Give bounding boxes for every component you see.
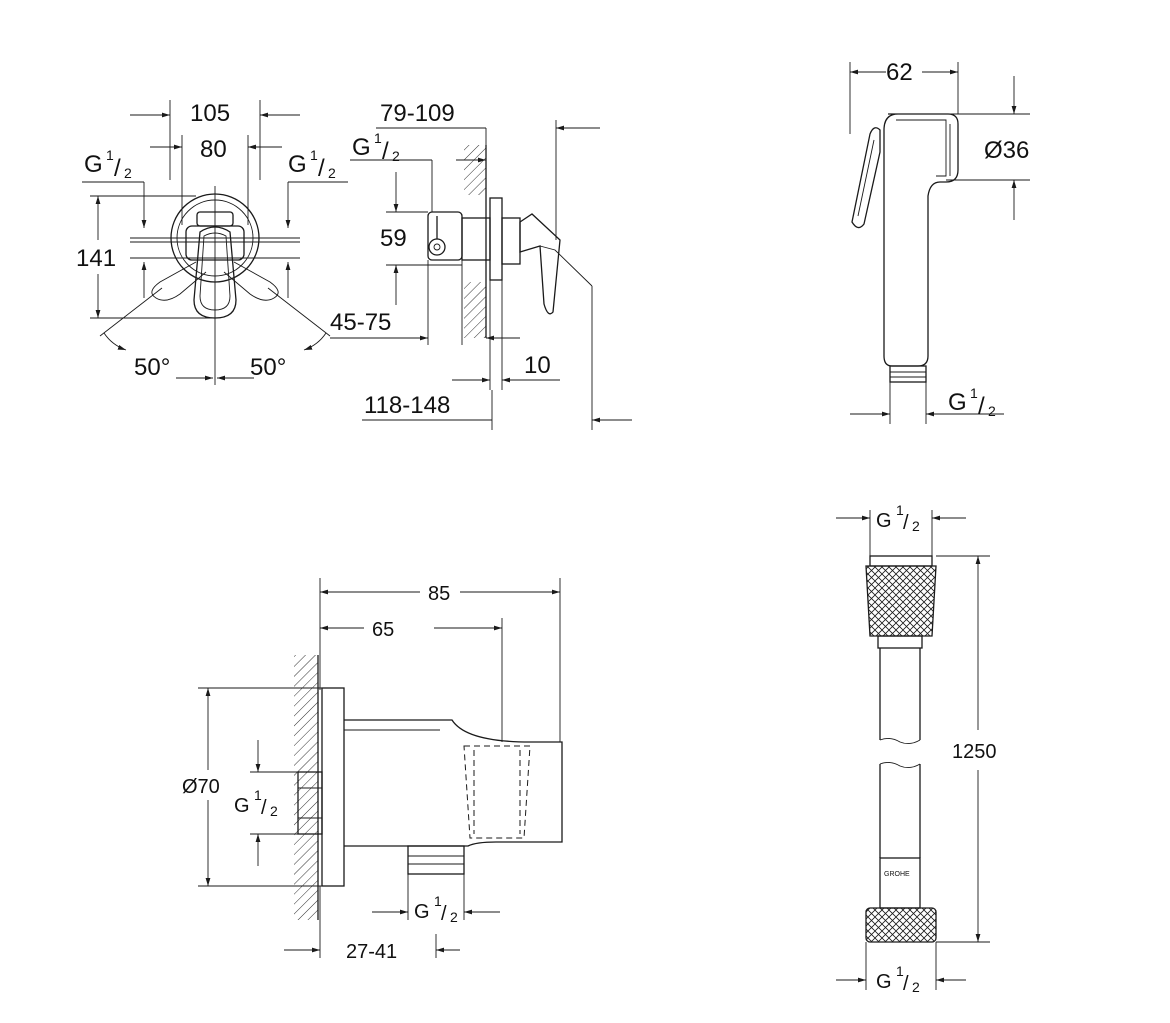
hose-dimensions: G 1 / 2 1250 G 1 / 2 bbox=[836, 502, 997, 995]
hose-view: GROHE bbox=[865, 555, 937, 943]
angle-left-label: 50° bbox=[134, 354, 170, 381]
g-thread-elbow-out-label: G bbox=[414, 901, 430, 923]
dim-1250-label: 1250 bbox=[952, 741, 997, 763]
dim-70-label: Ø70 bbox=[182, 776, 220, 798]
fraction-den: 2 bbox=[912, 518, 920, 534]
g-thread-right-label: G bbox=[288, 151, 307, 178]
dim-27-41-label: 27-41 bbox=[346, 941, 397, 963]
angle-right-label: 50° bbox=[250, 354, 286, 381]
dim-80-label: 80 bbox=[200, 136, 227, 163]
fraction-den: 2 bbox=[124, 165, 132, 181]
fraction-num: 1 bbox=[970, 385, 978, 401]
fraction-slash: / bbox=[978, 393, 985, 420]
g-thread-spray-label: G bbox=[948, 389, 967, 416]
dim-62-label: 62 bbox=[886, 59, 913, 86]
fraction-num: 1 bbox=[896, 502, 904, 518]
fraction-slash: / bbox=[903, 512, 909, 534]
dim-45-75-label: 45-75 bbox=[330, 309, 391, 336]
fraction-slash: / bbox=[261, 797, 267, 819]
dim-85-label: 85 bbox=[428, 583, 450, 605]
dim-36-label: Ø36 bbox=[984, 137, 1029, 164]
fraction-num: 1 bbox=[374, 130, 382, 146]
fraction-den: 2 bbox=[392, 148, 400, 164]
dim-118-148-label: 118-148 bbox=[364, 392, 450, 419]
fraction-den: 2 bbox=[912, 979, 920, 995]
hose-brand-stamp: GROHE bbox=[884, 871, 910, 878]
dim-105-label: 105 bbox=[190, 100, 230, 127]
dim-10-label: 10 bbox=[524, 352, 551, 379]
fraction-slash: / bbox=[903, 973, 909, 995]
fraction-den: 2 bbox=[270, 803, 278, 819]
fraction-slash: / bbox=[114, 155, 121, 182]
fraction-den: 2 bbox=[328, 165, 336, 181]
dim-141-label: 141 bbox=[76, 245, 116, 272]
g-thread-valve-label: G bbox=[352, 134, 371, 161]
fraction-num: 1 bbox=[310, 147, 318, 163]
hand-spray-view bbox=[851, 113, 959, 383]
fraction-den: 2 bbox=[988, 403, 996, 419]
g-thread-hose-top-label: G bbox=[876, 510, 892, 532]
wall-elbow-dimensions: 85 65 Ø70 G 1 / 2 G 1 / 2 27-41 bbox=[182, 578, 561, 963]
dim-79-109-label: 79-109 bbox=[380, 100, 455, 127]
fraction-num: 1 bbox=[434, 893, 442, 909]
g-thread-left-label: G bbox=[84, 151, 103, 178]
dim-65-label: 65 bbox=[372, 619, 394, 641]
fraction-den: 2 bbox=[450, 909, 458, 925]
mixer-side-dimensions: G 1 / 2 79-109 59 45-75 10 118-148 bbox=[330, 100, 632, 430]
dim-59-label: 59 bbox=[380, 225, 407, 252]
fraction-slash: / bbox=[382, 138, 389, 165]
fraction-num: 1 bbox=[106, 147, 114, 163]
fraction-slash: / bbox=[441, 903, 447, 925]
wall-elbow-view bbox=[294, 655, 563, 920]
mixer-front-dimensions: 105 80 G 1 / 2 G 1 / 2 141 bbox=[76, 100, 348, 381]
mixer-front-view bbox=[130, 186, 300, 385]
g-thread-elbow-wall-label: G bbox=[234, 795, 250, 817]
mixer-side-view bbox=[427, 120, 593, 338]
g-thread-hose-bottom-label: G bbox=[876, 971, 892, 993]
hand-spray-dimensions: 62 Ø36 G 1 / 2 bbox=[849, 59, 1030, 424]
fraction-num: 1 bbox=[896, 963, 904, 979]
fraction-num: 1 bbox=[254, 787, 262, 803]
fraction-slash: / bbox=[318, 155, 325, 182]
